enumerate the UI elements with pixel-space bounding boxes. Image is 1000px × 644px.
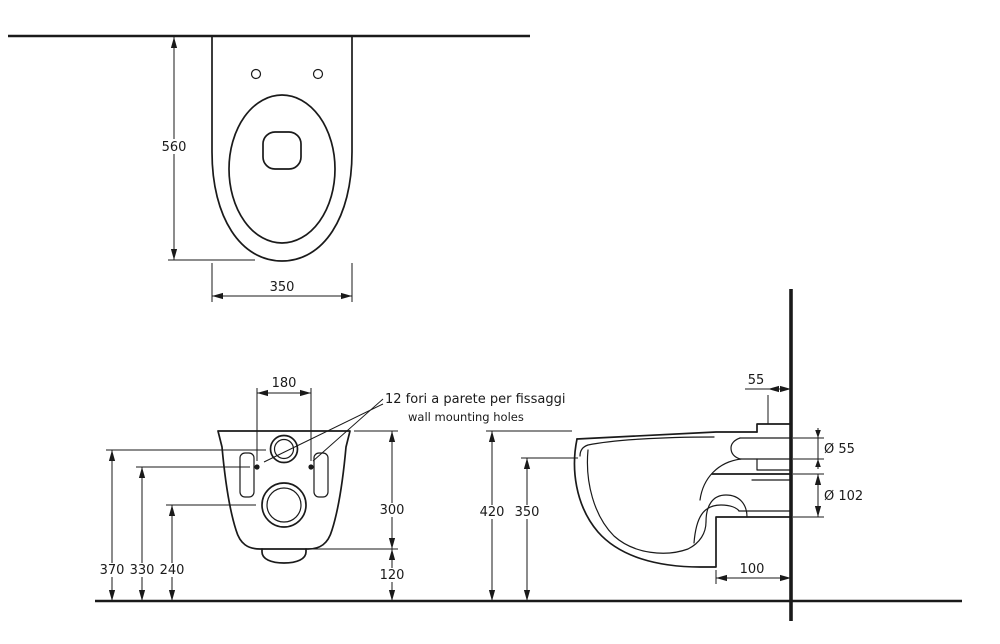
front-recess-left — [239, 452, 255, 498]
side-mounting-block-bottom — [756, 458, 792, 471]
side-top-offset-dimension: 55 — [745, 373, 791, 424]
side-bottom-recess-label: 100 — [740, 562, 765, 577]
front-mounting-hole-left — [254, 464, 260, 470]
front-clearance-label: 120 — [380, 568, 405, 583]
side-flush-pipe-dimension: Ø 55 — [793, 428, 855, 469]
plan-depth-label: 560 — [162, 140, 187, 155]
side-drain-pipe-label: Ø 102 — [824, 489, 863, 504]
front-body-outline — [217, 430, 351, 550]
side-flush-pipe — [699, 437, 792, 501]
front-height-dimensions: 370 330 240 — [98, 449, 266, 601]
front-drain-inner — [266, 487, 302, 523]
front-bowl-bottom — [261, 548, 307, 564]
note-english: wall mounting holes — [408, 410, 524, 424]
side-top-surface — [576, 431, 758, 440]
front-flush-height-label: 370 — [100, 563, 125, 578]
side-bottom-outline — [573, 438, 792, 568]
side-drain-pipe-dimension: Ø 102 — [793, 473, 863, 518]
side-mounting-block-top — [756, 423, 792, 433]
front-view: 180 12 fori a parete per fissaggi wall m… — [98, 376, 565, 601]
plan-bowl-rim — [228, 94, 336, 244]
plan-depth-dimension: 560 — [158, 37, 255, 261]
plan-width-dimension: 350 — [211, 263, 353, 302]
side-total-height-label: 420 — [480, 505, 505, 520]
side-bottom-recess-dimension: 100 — [715, 562, 791, 584]
plan-view: 560 350 — [8, 34, 530, 302]
front-mounting-hole-right — [308, 464, 314, 470]
front-hole-spacing-dimension: 180 — [256, 376, 312, 461]
note-italian: 12 fori a parete per fissaggi — [385, 392, 565, 407]
front-flush-inlet-outer — [269, 434, 299, 464]
front-drain-height-label: 240 — [160, 563, 185, 578]
side-flush-pipe-label: Ø 55 — [824, 442, 855, 457]
mounting-holes-note: 12 fori a parete per fissaggi wall mount… — [263, 392, 565, 463]
side-top-offset-label: 55 — [748, 373, 765, 388]
front-recess-right — [313, 452, 329, 498]
front-hole-spacing-label: 180 — [272, 376, 297, 391]
plan-hinge-hole-right — [312, 68, 324, 80]
plan-width-label: 350 — [270, 280, 295, 295]
front-body-height-label: 300 — [380, 503, 405, 518]
side-drain-pipe — [711, 473, 792, 512]
front-holes-height-label: 330 — [130, 563, 155, 578]
front-drain-outer — [261, 482, 307, 528]
plan-toilet-outline — [211, 35, 353, 262]
side-bowl-height-dimension: 350 — [513, 457, 578, 601]
side-view: 55 Ø 55 Ø 102 420 — [478, 289, 863, 621]
plan-drain-opening — [262, 131, 302, 170]
side-bowl-height-label: 350 — [515, 505, 540, 520]
plan-hinge-hole-left — [250, 68, 262, 80]
side-section-curves — [579, 436, 748, 554]
front-right-dimensions: 300 120 — [312, 430, 406, 601]
side-total-height-dimension: 420 — [478, 430, 572, 601]
front-flush-inlet-inner — [273, 438, 295, 460]
